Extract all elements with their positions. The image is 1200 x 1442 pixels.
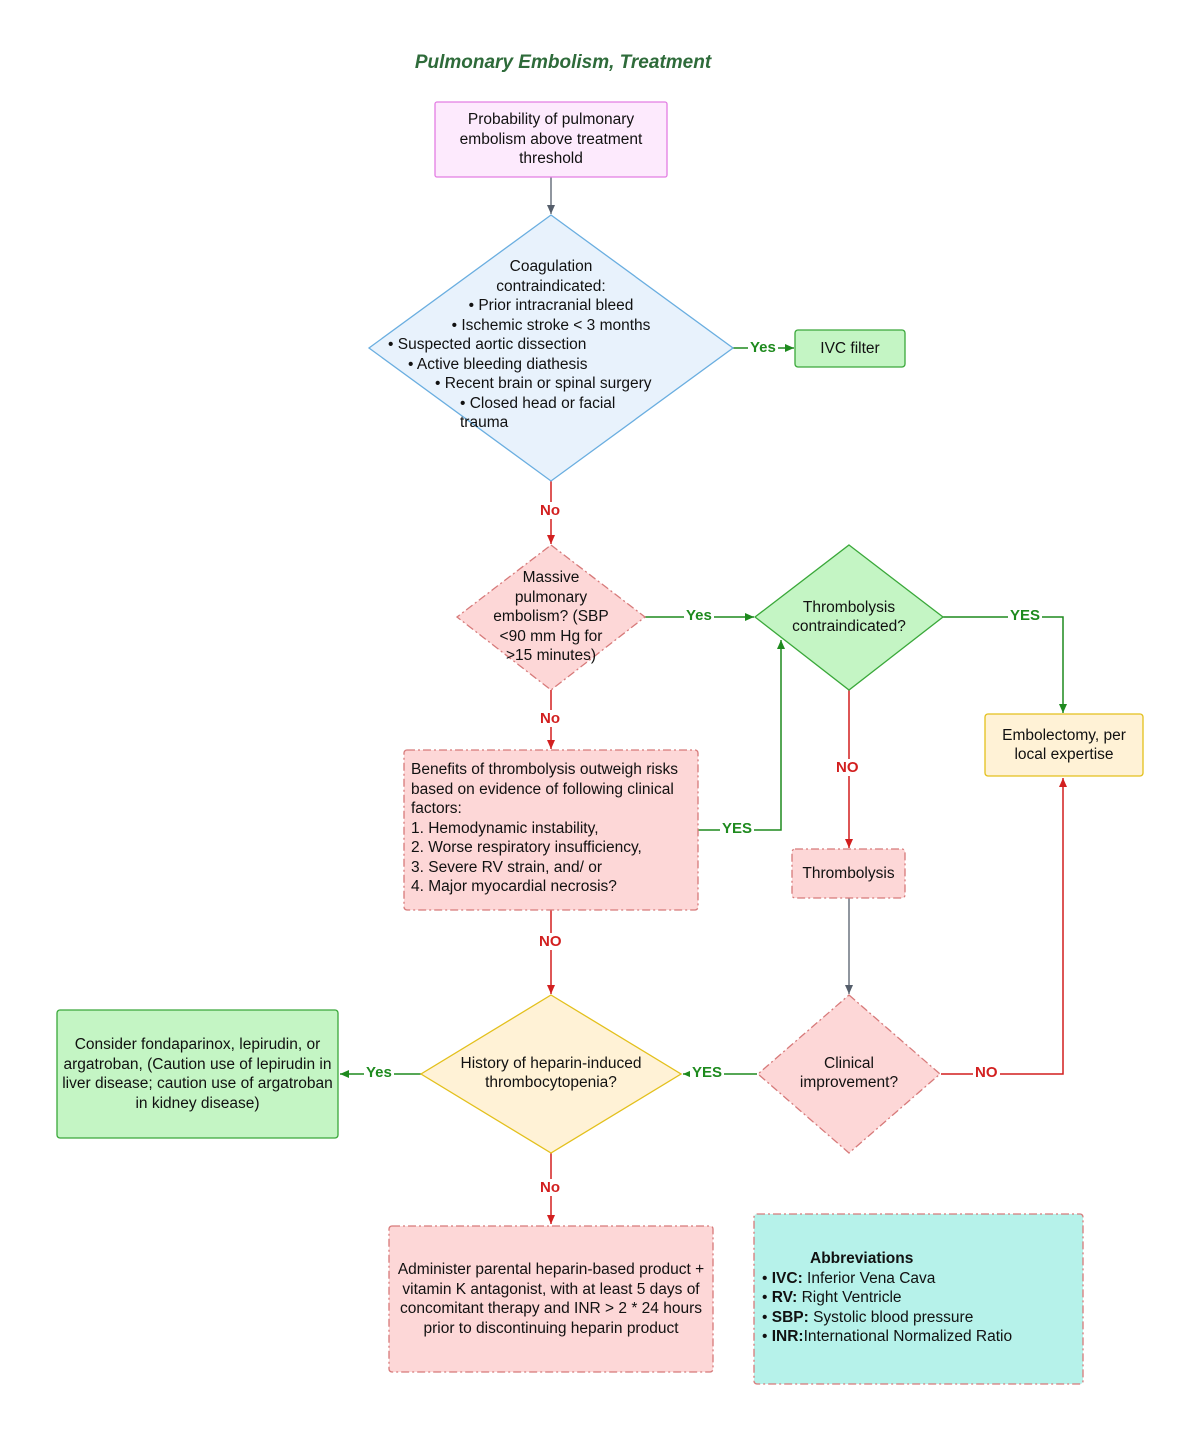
thrombolysis-contra-label: Thrombolysis contraindicated? — [792, 598, 906, 636]
edge-label-benefits-no: NO — [537, 933, 564, 950]
abbreviation-item: • SBP: Systolic blood pressure — [762, 1308, 974, 1326]
benefits-text: Benefits of thrombolysis outweigh risks … — [411, 760, 695, 897]
edge-label-contra-no: NO — [834, 759, 861, 776]
edge-clinical-no — [941, 778, 1067, 1075]
coag-criterion: • Ischemic stroke < 3 months — [451, 316, 651, 334]
administer-box — [388, 1225, 714, 1373]
abbreviation-item: • IVC: Inferior Vena Cava — [762, 1269, 936, 1287]
coag-criterion: • Recent brain or spinal surgery — [435, 375, 652, 392]
edge-label-coag-no: No — [538, 502, 562, 519]
edge-label-contra-yes: YES — [1008, 607, 1043, 624]
edge-label-massive-yes: Yes — [684, 607, 714, 624]
abbreviation-item: • RV: Right Ventricle — [762, 1289, 902, 1306]
benefits-box — [403, 749, 699, 911]
embolectomy-box — [984, 713, 1144, 777]
edge-label-hit-no: No — [538, 1179, 562, 1196]
clinical-improvement-diamond — [757, 994, 941, 1154]
coag-heading: Coagulation contraindicated: — [496, 258, 606, 295]
abbreviations-text: Abbreviations • IVC: Inferior Vena Cava … — [762, 1249, 1077, 1347]
edge-benefits-yes — [698, 640, 785, 831]
massive-pe-label: Massive pulmonary embolism? (SBP <90 mm … — [493, 569, 609, 665]
coag-criteria-list: • Prior intracranial bleed • Ischemic st… — [380, 296, 722, 433]
hit-text: History of heparin-induced thrombocytope… — [446, 1050, 656, 1096]
coag-criterion: • Closed head or facial trauma — [460, 394, 616, 432]
massive-pe-text: Massive pulmonary embolism? (SBP <90 mm … — [490, 567, 612, 667]
administer-text: Administer parental heparin-based produc… — [394, 1228, 708, 1370]
edge-label-clinical-yes: YES — [690, 1064, 725, 1081]
edge-label-hit-yes: Yes — [364, 1064, 394, 1081]
edge-label-clinical-no: NO — [973, 1064, 1000, 1081]
thrombolysis-label: Thrombolysis — [802, 864, 895, 882]
clinical-improvement-text: Clinical improvement? — [790, 1050, 908, 1096]
consider-text: Consider fondaparinox, lepirudin, or arg… — [62, 1012, 333, 1136]
start-text: Probability of pulmonary embolism above … — [445, 104, 657, 175]
abbreviations-heading: Abbreviations — [810, 1250, 914, 1267]
ivc-filter-label: IVC filter — [820, 339, 880, 357]
abbreviation-item: • INR:International Normalized Ratio — [762, 1328, 1013, 1345]
edge-label-massive-no: No — [538, 710, 562, 727]
clinical-improvement-label: Clinical improvement? — [799, 1054, 899, 1092]
administer-label: Administer parental heparin-based produc… — [397, 1261, 705, 1337]
benefits-factor: 2. Worse respiratory insufficiency, — [411, 839, 642, 856]
thrombolysis-contra-diamond — [753, 544, 945, 691]
coag-criterion: • Active bleeding diathesis — [408, 355, 588, 373]
consider-box — [56, 1009, 339, 1139]
benefits-heading: Benefits of thrombolysis outweigh risks … — [411, 761, 679, 817]
hit-diamond — [419, 994, 683, 1154]
edge-contra-yes — [943, 616, 1067, 713]
benefits-factor: 1. Hemodynamic instability, — [411, 819, 599, 837]
hit-label: History of heparin-induced thrombocytope… — [460, 1054, 642, 1092]
ivc-filter-text: IVC filter — [795, 330, 905, 367]
thrombolysis-text: Thrombolysis — [792, 849, 905, 898]
benefits-factor-list: 1. Hemodynamic instability, 2. Worse res… — [411, 819, 695, 897]
embolectomy-text: Embolectomy, per local expertise — [990, 716, 1138, 774]
start-label: Probability of pulmonary embolism above … — [459, 111, 643, 168]
abbreviations-box — [753, 1213, 1084, 1385]
edge-label-coag-yes: Yes — [748, 339, 778, 356]
coag-decision-diamond — [367, 214, 735, 482]
ivc-filter-box — [794, 329, 906, 368]
start-box — [434, 101, 668, 178]
coag-criterion: • Suspected aortic dissection — [388, 336, 587, 353]
consider-label: Consider fondaparinox, lepirudin, or arg… — [62, 1036, 333, 1112]
page-title: Pulmonary Embolism, Treatment — [414, 52, 712, 73]
benefits-factor: 3. Severe RV strain, and/ or — [411, 858, 602, 876]
embolectomy-label: Embolectomy, per local expertise — [1002, 726, 1126, 764]
coag-text: Coagulation contraindicated: • Prior int… — [380, 257, 722, 433]
thrombolysis-contra-text: Thrombolysis contraindicated? — [782, 595, 916, 639]
thrombolysis-box — [791, 848, 906, 899]
benefits-factor: 4. Major myocardial necrosis? — [411, 878, 617, 895]
coag-criterion: • Prior intracranial bleed — [468, 297, 634, 314]
massive-pe-diamond — [455, 544, 647, 691]
edge-label-benefits-yes: YES — [720, 820, 755, 837]
